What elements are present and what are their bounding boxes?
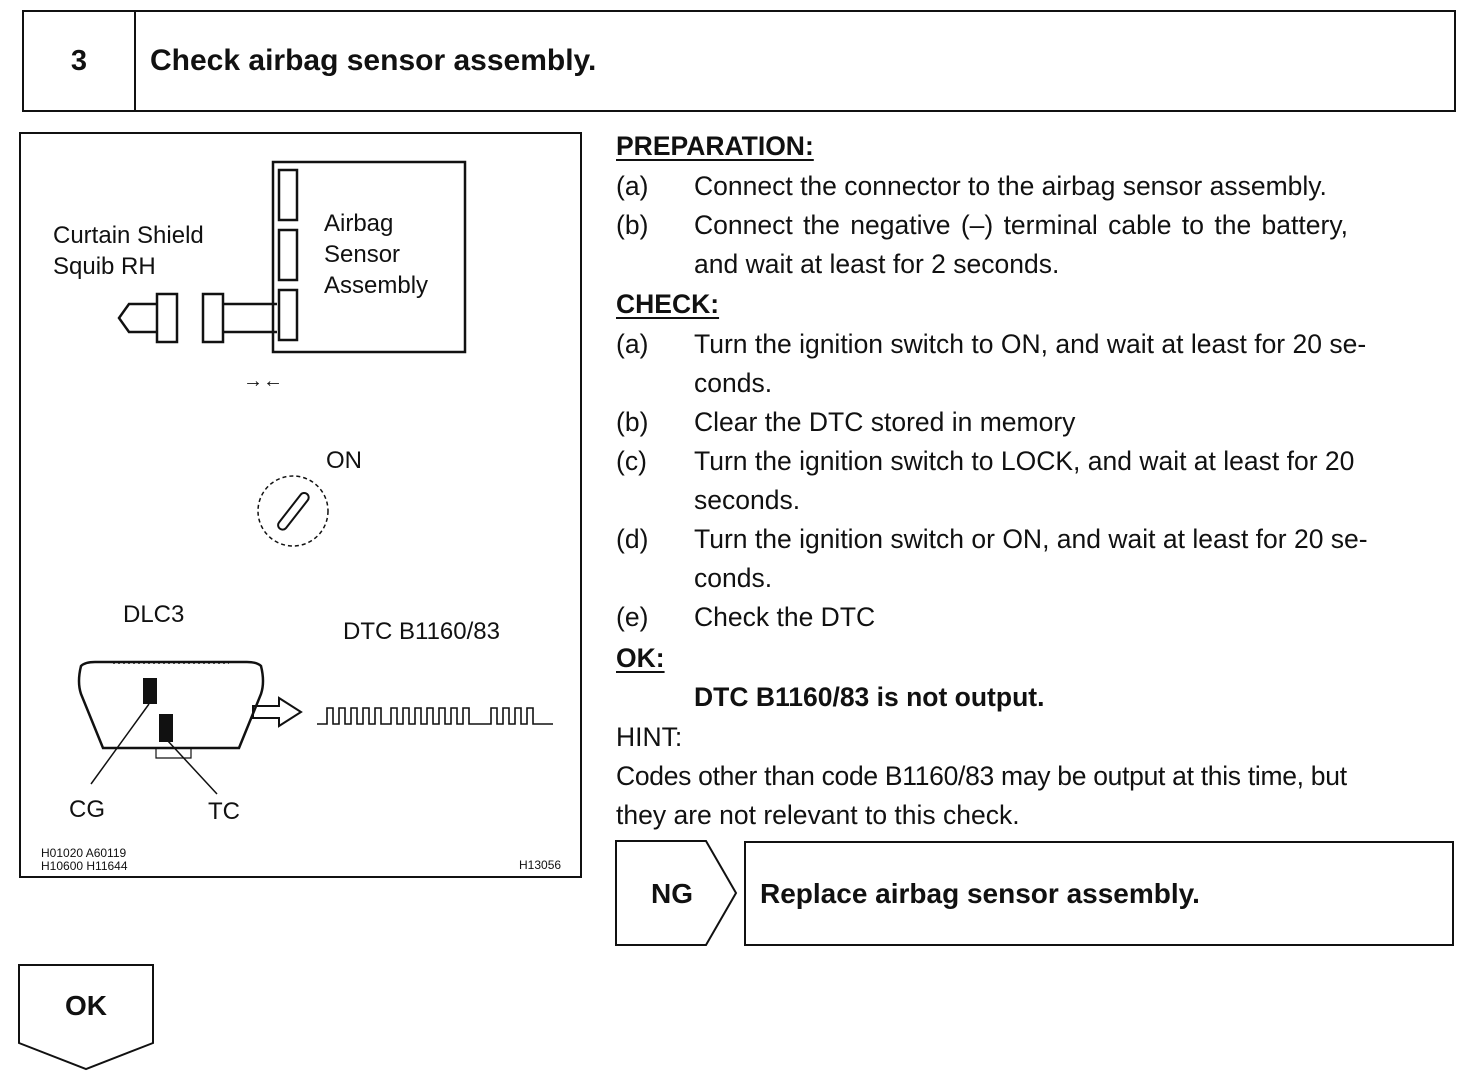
check-item-text: seconds.: [694, 485, 801, 515]
ng-label: NG: [651, 878, 693, 909]
sensor-connector: [277, 168, 299, 222]
ng-action-box: Replace airbag sensor assembly.: [744, 841, 1454, 946]
ok-flow-label: OK: [65, 990, 107, 1021]
prep-item-text: Connect the negative (–) terminal cable …: [694, 210, 1348, 240]
ignition-key-slot: [277, 492, 310, 531]
prep-item-label: (a): [616, 171, 649, 201]
sensor-connector: [277, 288, 299, 342]
dlc3-tab: [155, 748, 192, 759]
sensor-box: [271, 160, 467, 354]
output-arrow: [252, 696, 303, 728]
connect-arrows: →←: [243, 370, 283, 392]
figure-ref-codes: H01020 A60119 H10600 H11644: [41, 846, 128, 873]
squib-plug: [117, 302, 157, 334]
check-item-text: Clear the DTC stored in memory: [694, 407, 1076, 437]
check-list: (a)Turn the ignition switch to ON, and w…: [616, 325, 1456, 637]
figure-id: H13056: [519, 858, 562, 872]
prep-item-text: and wait at least for 2 seconds.: [694, 249, 1060, 279]
terminal-leaders: [90, 703, 218, 795]
step-number: 3: [24, 12, 136, 110]
ng-tag-shape: [615, 840, 738, 946]
ng-action-text: Replace airbag sensor assembly.: [760, 877, 1200, 909]
check-item-text: Check the DTC: [694, 602, 876, 632]
check-item-text: Turn the ignition switch to ON, and wait…: [694, 329, 1367, 359]
dtc-pulse-signal: [317, 707, 553, 725]
dtc-label: DTC B1160/83: [343, 618, 500, 645]
cg-label: CG: [69, 796, 105, 823]
illustration-drawing: [77, 160, 553, 795]
check-item-text: conds.: [694, 563, 773, 593]
ok-result: DTC B1160/83 is not output.: [694, 682, 1045, 712]
preparation-list: (a) Connect the connector to the airbag …: [616, 167, 1456, 284]
prep-item-label: (b): [616, 210, 649, 240]
tc-label: TC: [208, 798, 240, 825]
hint-line: they are not relevant to this check.: [616, 800, 1020, 830]
harness-connector: [201, 292, 225, 344]
check-item-text: conds.: [694, 368, 773, 398]
harness: [223, 302, 277, 334]
ok-heading: OK:: [616, 643, 665, 673]
ignition-on-label: ON: [326, 447, 362, 474]
tc-terminal: [159, 714, 173, 742]
step-header: 3 Check airbag sensor assembly.: [22, 10, 1456, 112]
check-item-text: Turn the ignition switch or ON, and wait…: [694, 524, 1368, 554]
prep-item-text: Connect the connector to the airbag sens…: [694, 171, 1327, 201]
ok-tag-shape: [18, 964, 154, 1071]
check-item-text: Turn the ignition switch to LOCK, and wa…: [694, 446, 1355, 476]
squib-connector: [155, 292, 179, 344]
hint-line: Codes other than code B1160/83 may be ou…: [616, 761, 1347, 791]
hint-heading: HINT:: [616, 722, 683, 752]
step-title: Check airbag sensor assembly.: [150, 44, 597, 77]
preparation-heading: PREPARATION:: [616, 131, 814, 161]
sensor-connector: [277, 228, 299, 282]
cg-terminal: [143, 678, 157, 704]
dlc3-label: DLC3: [123, 601, 185, 628]
dlc3-outline: [77, 660, 265, 750]
ignition-switch-outline: [257, 475, 329, 547]
check-heading: CHECK:: [616, 289, 720, 319]
